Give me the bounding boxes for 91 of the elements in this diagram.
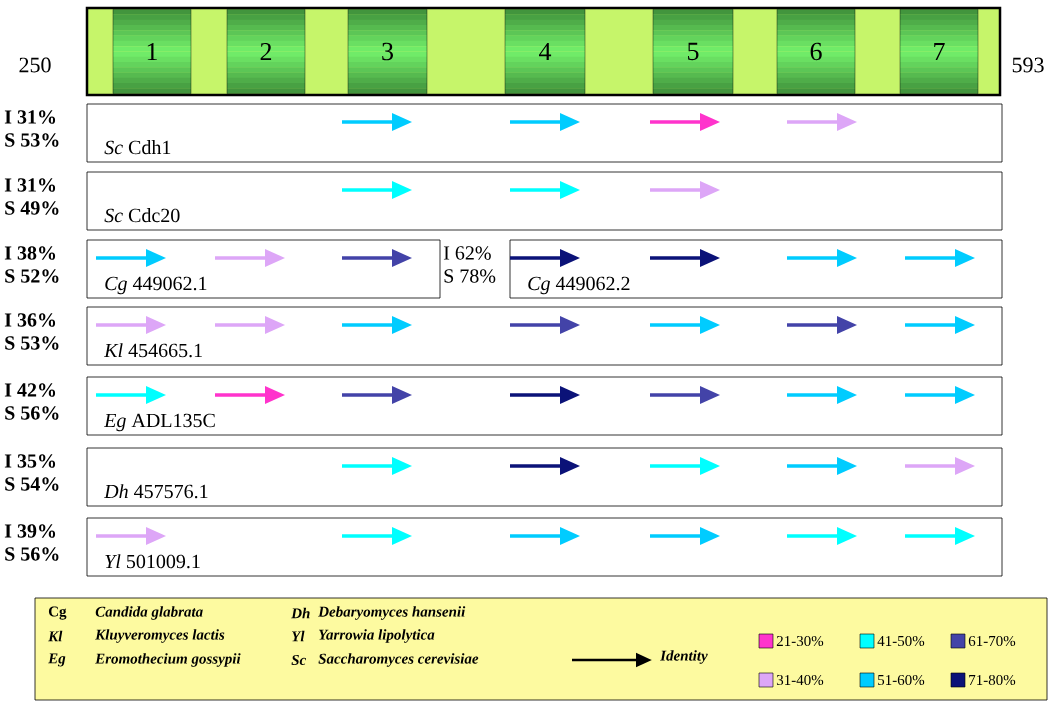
- arrow: [650, 316, 720, 334]
- arrow: [342, 316, 412, 334]
- species-name: Eromothecium gossypii: [95, 653, 241, 667]
- arrow: [650, 249, 720, 267]
- species-abbreviation: Kl: [48, 630, 63, 642]
- arrow: [650, 527, 720, 545]
- identity-similarity-label: S 78%: [444, 269, 496, 283]
- identity-similarity-label: I 62%: [443, 246, 491, 260]
- blade-segment: 5: [652, 9, 734, 94]
- species-abbreviation: Yl: [291, 630, 305, 642]
- arrow: [510, 249, 580, 267]
- arrow: [905, 249, 975, 267]
- arrow: [96, 316, 166, 334]
- identity-similarity-label: S 52%: [5, 269, 59, 283]
- arrow: [215, 386, 285, 404]
- arrow: [905, 316, 975, 334]
- blade-segment: 1: [112, 9, 192, 94]
- sequence-box: Kl 454665.1: [86, 306, 1003, 366]
- arrow: [510, 181, 580, 199]
- arrow: [342, 249, 412, 267]
- arrow: [905, 527, 975, 545]
- arrow: [510, 316, 580, 334]
- blade-segment: 3: [347, 9, 428, 94]
- identity-similarity-label: I 35%: [4, 454, 56, 468]
- arrow: [510, 386, 580, 404]
- arrow: [342, 457, 412, 475]
- species-abbreviation: Eg: [48, 653, 66, 667]
- sequence-box: Cg 449062.1: [86, 239, 441, 299]
- identity-similarity-label: I 38%: [4, 246, 56, 260]
- identity-similarity-label: I 31%: [4, 110, 56, 124]
- arrow: [787, 316, 857, 334]
- arrow: [342, 527, 412, 545]
- arrow: [342, 113, 412, 131]
- arrow: [510, 113, 580, 131]
- arrow: [787, 527, 857, 545]
- identity-similarity-label: I 36%: [4, 313, 56, 327]
- legend-label: 31-40%: [776, 674, 824, 686]
- position-number: 593: [1012, 57, 1044, 73]
- sequence-box: Yl 501009.1: [86, 517, 1003, 577]
- species-name: Yarrowia lipolytica: [318, 629, 435, 643]
- species-abbreviation: Cg: [48, 606, 67, 620]
- arrow: [510, 527, 580, 545]
- arrow: [787, 249, 857, 267]
- identity-similarity-label: S 54%: [5, 477, 59, 491]
- species-name: Debaryomyces hansenii: [318, 606, 466, 620]
- species-name: Kluyveromyces lactis: [95, 629, 225, 643]
- identity-similarity-label: S 56%: [5, 547, 59, 561]
- arrow: [905, 386, 975, 404]
- arrow: [905, 457, 975, 475]
- species-name: Saccharomyces cerevisiae: [318, 653, 479, 667]
- arrow: [96, 249, 166, 267]
- identity-similarity-label: I 31%: [4, 178, 56, 192]
- species-name: Candida glabrata: [95, 606, 203, 620]
- arrow: [96, 527, 166, 545]
- sequence-box: Cg 449062.2: [509, 239, 1003, 299]
- identity-similarity-label: I 39%: [4, 524, 56, 538]
- legend-label: 61-70%: [968, 635, 1016, 647]
- position-number: 250: [19, 57, 51, 73]
- blade-segment: 4: [504, 9, 586, 94]
- identity-similarity-label: S 53%: [5, 133, 59, 147]
- arrow: [650, 181, 720, 199]
- identity-similarity-label: S 56%: [5, 406, 59, 420]
- arrow: [787, 457, 857, 475]
- arrow: [650, 457, 720, 475]
- identity-similarity-label: I 42%: [4, 383, 56, 397]
- arrow: [510, 457, 580, 475]
- legend-label: Identity: [660, 650, 708, 664]
- identity-similarity-label: S 49%: [5, 201, 59, 215]
- sequence-box: Sc Cdc20: [86, 171, 1003, 231]
- blade-segment: 7: [899, 9, 979, 94]
- arrow: [342, 386, 412, 404]
- arrow: [787, 113, 857, 131]
- arrow: [215, 249, 285, 267]
- blade-segment: 6: [776, 9, 856, 94]
- legend-label: 51-60%: [878, 674, 925, 686]
- identity-similarity-label: S 53%: [5, 336, 59, 350]
- sequence-box: Sc Cdh1: [86, 103, 1003, 163]
- arrow: [96, 386, 166, 404]
- species-abbreviation: Dh: [291, 607, 310, 619]
- arrow: [650, 113, 720, 131]
- blade-segment: 2: [226, 9, 306, 94]
- legend-label: 41-50%: [877, 635, 925, 647]
- arrow: [342, 181, 412, 199]
- arrow: [215, 316, 285, 334]
- sequence-box: Eg ADL135C: [86, 376, 1003, 436]
- legend-label: 71-80%: [969, 674, 1016, 686]
- arrow: [787, 386, 857, 404]
- sequence-box: Dh 457576.1: [86, 447, 1003, 507]
- legend-label: 21-30%: [776, 635, 824, 647]
- species-abbreviation: Sc: [291, 654, 306, 666]
- arrow: [650, 386, 720, 404]
